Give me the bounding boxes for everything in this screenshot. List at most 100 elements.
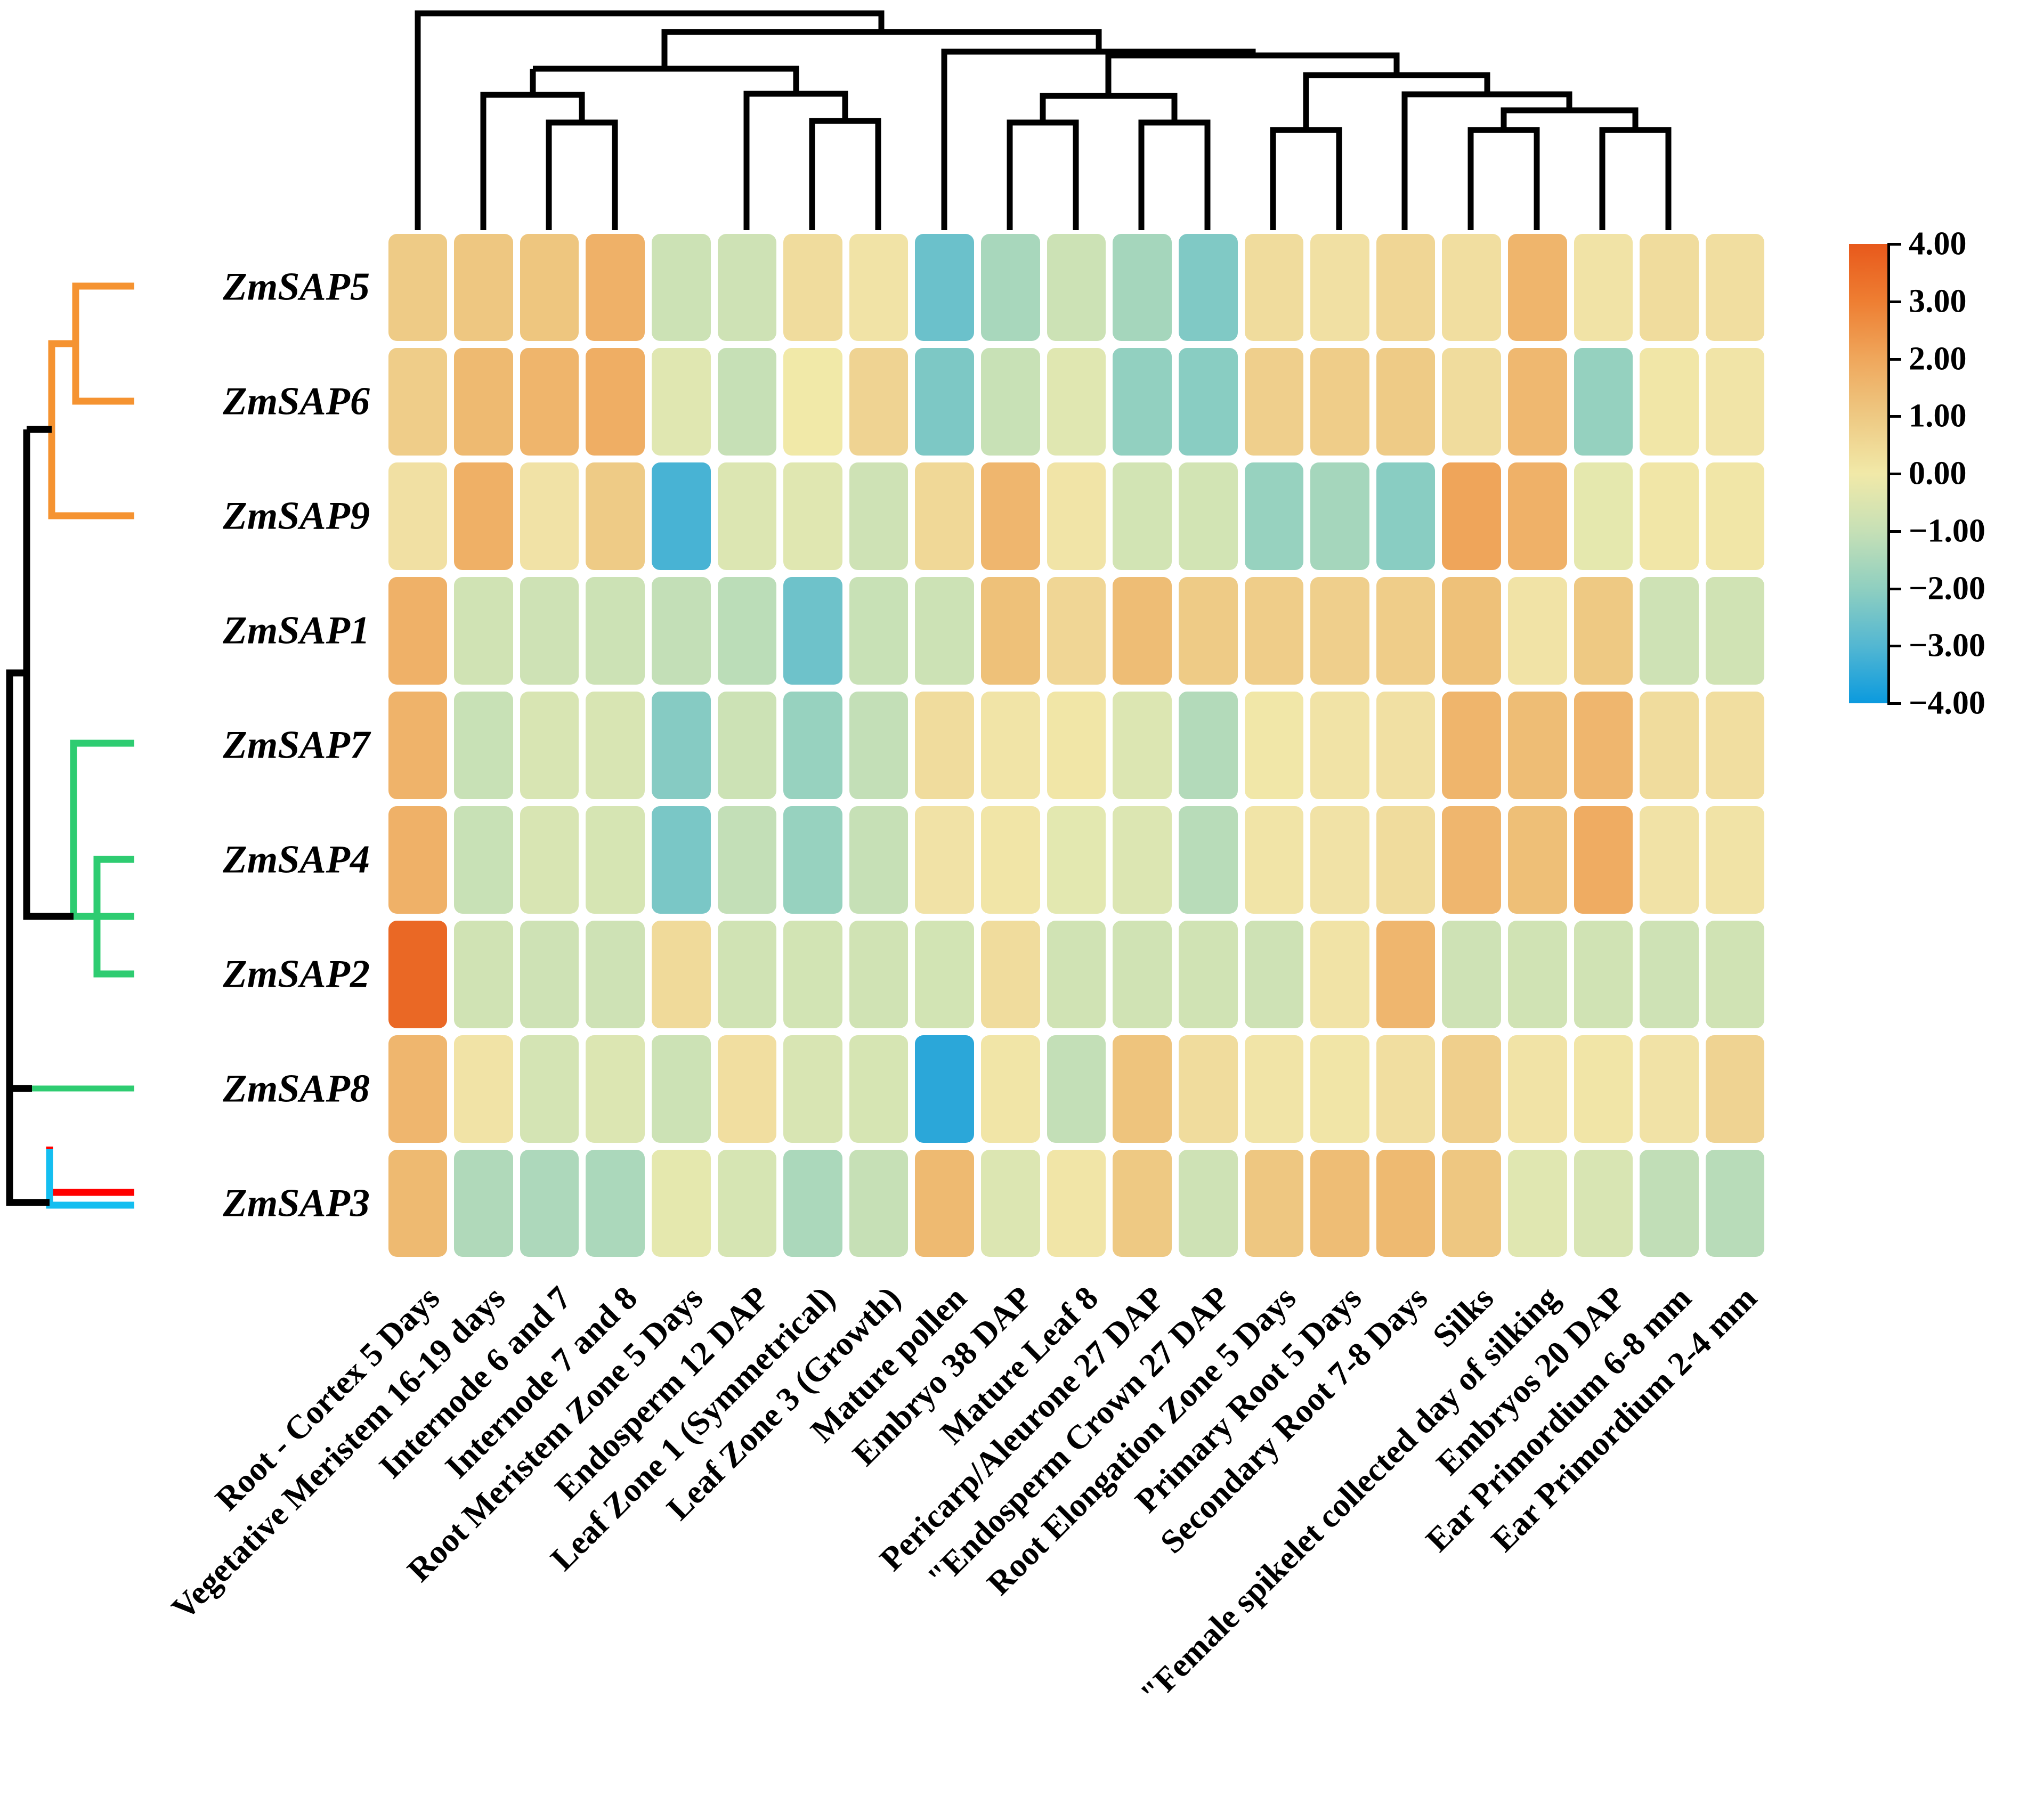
heatmap-cell xyxy=(520,348,579,456)
heatmap-cell xyxy=(520,920,579,1028)
heatmap-cell xyxy=(1508,462,1567,571)
heatmap-cell xyxy=(1178,1149,1238,1257)
heatmap-cell xyxy=(520,806,579,914)
heatmap-cell xyxy=(1047,1035,1106,1143)
heatmap-cell xyxy=(1113,348,1172,456)
heatmap-cell xyxy=(915,806,975,914)
row-dendrogram-root xyxy=(6,426,74,1206)
heatmap-cell xyxy=(454,806,513,914)
heatmap-cell xyxy=(981,233,1040,342)
heatmap-cell xyxy=(1442,1035,1501,1143)
heatmap-cell xyxy=(1705,920,1765,1028)
heatmap-cell xyxy=(1640,462,1699,571)
row-label-zmsap5: ZmSAP5 xyxy=(223,265,370,309)
heatmap-cell xyxy=(1442,233,1501,342)
heatmap-cell xyxy=(1574,806,1633,914)
heatmap-cell xyxy=(1178,920,1238,1028)
colorbar-tick-label: 2.00 xyxy=(1909,340,1967,377)
heatmap-cell xyxy=(981,920,1040,1028)
colorbar-tick xyxy=(1887,702,1901,705)
heatmap-cell xyxy=(586,577,645,685)
heatmap-cell xyxy=(783,348,842,456)
heatmap-cell xyxy=(1376,577,1436,685)
heatmap-cell xyxy=(1376,462,1436,571)
heatmap-cell xyxy=(915,348,975,456)
heatmap-cell xyxy=(915,577,975,685)
heatmap-cell xyxy=(1047,920,1106,1028)
heatmap-cell xyxy=(388,577,448,685)
heatmap-cell xyxy=(1310,233,1369,342)
colorbar-tick xyxy=(1887,243,1901,246)
colorbar-tick-label: 3.00 xyxy=(1909,283,1967,320)
heatmap-cell xyxy=(1310,462,1369,571)
heatmap-cell xyxy=(849,577,909,685)
heatmap-cell xyxy=(651,348,711,456)
heatmap-cell xyxy=(1244,462,1304,571)
heatmap-cell xyxy=(1113,920,1172,1028)
colorbar-tick-label: 1.00 xyxy=(1909,397,1967,434)
heatmap-cell xyxy=(651,920,711,1028)
heatmap-cell xyxy=(849,348,909,456)
heatmap-cell xyxy=(1244,692,1304,799)
heatmap-cell xyxy=(1508,233,1567,342)
row-cluster-red xyxy=(46,1147,134,1196)
heatmap-cell xyxy=(717,806,777,914)
heatmap-cell xyxy=(717,920,777,1028)
heatmap-cell xyxy=(1705,806,1765,914)
heatmap-cell xyxy=(388,806,448,914)
heatmap-cell xyxy=(1705,1035,1765,1143)
row-cluster-cyan xyxy=(46,1149,134,1209)
colorbar-tick-label: −4.00 xyxy=(1909,685,1985,721)
colorbar-tick-label: −1.00 xyxy=(1909,513,1985,549)
heatmap-cell xyxy=(1574,692,1633,799)
heatmap-cell xyxy=(586,348,645,456)
heatmap-cell xyxy=(1113,1035,1172,1143)
heatmap-cell xyxy=(783,1149,842,1257)
heatmap-cell xyxy=(1178,462,1238,571)
heatmap-cell xyxy=(849,806,909,914)
heatmap-cell xyxy=(651,577,711,685)
heatmap-cell xyxy=(1442,920,1501,1028)
heatmap-cell xyxy=(454,348,513,456)
heatmap-cell xyxy=(1310,1035,1369,1143)
row-label-zmsap8: ZmSAP8 xyxy=(223,1067,370,1111)
heatmap-cell xyxy=(1574,920,1633,1028)
row-cluster-green xyxy=(70,740,134,978)
heatmap-grid xyxy=(385,230,1768,1261)
heatmap-cell xyxy=(1640,692,1699,799)
heatmap-cell xyxy=(915,462,975,571)
heatmap-cell xyxy=(520,233,579,342)
heatmap-cell xyxy=(520,462,579,571)
row-label-zmsap3: ZmSAP3 xyxy=(223,1181,370,1225)
heatmap-cell xyxy=(1244,577,1304,685)
heatmap-cell xyxy=(915,233,975,342)
row-label-zmsap4: ZmSAP4 xyxy=(223,838,370,882)
heatmap-cell xyxy=(849,1035,909,1143)
heatmap-cell xyxy=(586,920,645,1028)
heatmap-cell xyxy=(1113,577,1172,685)
heatmap-cell xyxy=(651,1149,711,1257)
heatmap-cell xyxy=(1376,692,1436,799)
heatmap-cell xyxy=(1574,233,1633,342)
heatmap-cell xyxy=(1113,806,1172,914)
heatmap-cell xyxy=(783,1035,842,1143)
heatmap-cell xyxy=(1640,233,1699,342)
heatmap-cell xyxy=(915,1149,975,1257)
heatmap-cell xyxy=(388,233,448,342)
heatmap-cell xyxy=(1508,348,1567,456)
row-label-zmsap1: ZmSAP1 xyxy=(223,608,370,653)
heatmap-cell xyxy=(783,577,842,685)
heatmap-cell xyxy=(454,577,513,685)
heatmap-cell xyxy=(651,462,711,571)
colorbar-tick-label: −3.00 xyxy=(1909,627,1985,664)
heatmap-cell xyxy=(1640,806,1699,914)
heatmap-cell xyxy=(1376,920,1436,1028)
heatmap-cell xyxy=(454,920,513,1028)
heatmap-cell xyxy=(651,806,711,914)
heatmap-cell xyxy=(1705,577,1765,685)
heatmap-cell xyxy=(1442,348,1501,456)
heatmap-cell xyxy=(1047,692,1106,799)
heatmap-cell xyxy=(1244,920,1304,1028)
